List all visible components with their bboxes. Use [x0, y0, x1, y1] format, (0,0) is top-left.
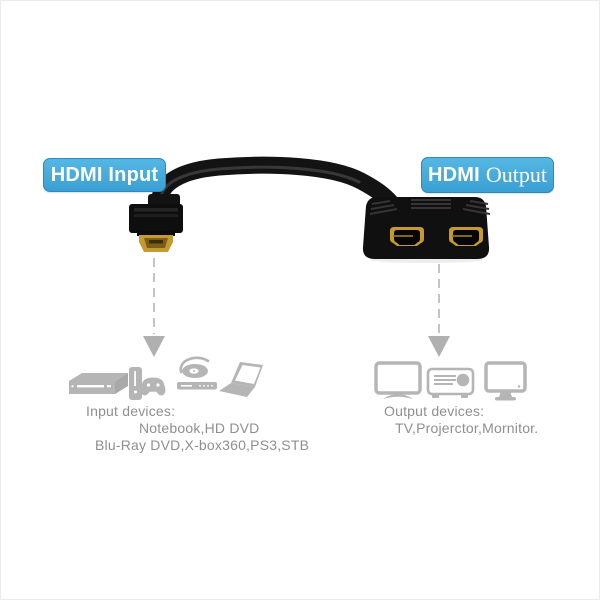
output-label-hdmi: HDMI: [427, 163, 480, 186]
input-label: HDMI Input: [43, 158, 166, 192]
cable-highlight: [159, 165, 361, 212]
input-guide: [143, 258, 165, 357]
output-label-output: Output: [485, 162, 548, 187]
input-device-icons: [69, 356, 263, 400]
input-label-text: HDMI Input: [50, 163, 159, 186]
output-label: HDMI Output: [421, 157, 554, 193]
output-guide: [428, 264, 450, 357]
output-device-icons: [374, 361, 527, 401]
hdmi-splitter-cable-photo: [129, 156, 491, 263]
hdmi-female-port-right: [445, 227, 483, 246]
down-arrow-icon: [143, 336, 165, 357]
output-devices-heading: Output devices:: [384, 403, 485, 419]
input-devices-heading: Input devices:: [86, 403, 176, 419]
bluray-player-icon: [177, 356, 217, 390]
splitter-ridges: [369, 199, 491, 215]
splitter-body: [362, 197, 491, 263]
down-arrow-icon: [428, 336, 450, 357]
projector-icon: [426, 367, 475, 398]
hdmi-female-port-left: [386, 227, 424, 246]
input-devices-line2: Blu-Ray DVD,X-box360,PS3,STB: [95, 437, 310, 453]
game-console-icon: [129, 367, 166, 400]
input-devices-line1: Notebook,HD DVD: [139, 420, 260, 436]
tv-icon: [374, 361, 422, 399]
output-devices-line1: TV,Projerctor,Mornitor.: [395, 420, 539, 436]
laptop-icon: [219, 362, 263, 397]
dvd-player-icon: [69, 373, 128, 394]
monitor-icon: [484, 361, 527, 401]
hdmi-male-connector: [129, 194, 183, 252]
